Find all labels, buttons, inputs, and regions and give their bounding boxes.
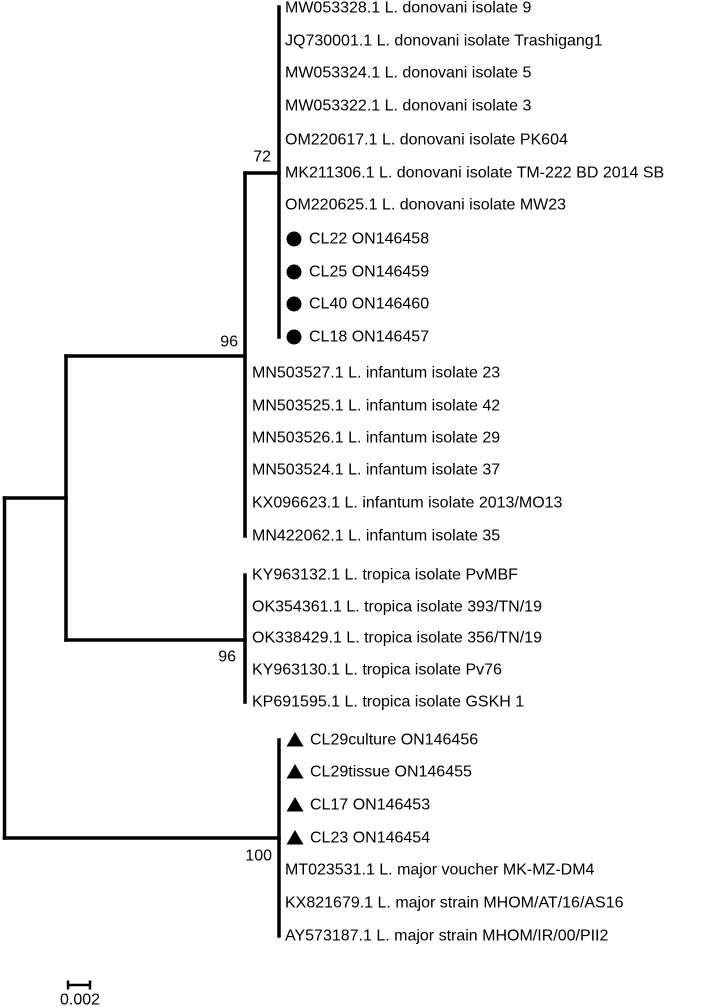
taxon-label: CL25 ON146459 bbox=[309, 264, 429, 281]
bootstrap-value-label: 96 bbox=[218, 649, 236, 666]
taxon-label: CL22 ON146458 bbox=[309, 231, 429, 248]
taxon-label: CL29tissue ON146455 bbox=[310, 764, 472, 781]
taxon-label: CL40 ON146460 bbox=[309, 296, 429, 313]
taxon-label: KP691595.1 L. tropica isolate GSKH 1 bbox=[252, 694, 524, 711]
sample-marker-triangle-icon bbox=[286, 797, 304, 812]
bootstrap-value-label: 100 bbox=[245, 848, 272, 865]
bootstrap-value-label: 96 bbox=[220, 334, 238, 351]
sample-marker-circle-icon bbox=[286, 329, 302, 345]
taxon-label: OK354361.1 L. tropica isolate 393/TN/19 bbox=[252, 599, 542, 616]
taxon-label: MT023531.1 L. major voucher MK-MZ-DM4 bbox=[285, 862, 595, 879]
taxon-label: MN422062.1 L. infantum isolate 35 bbox=[252, 528, 500, 545]
sample-marker-triangle-icon bbox=[286, 830, 304, 845]
sample-marker-triangle-icon bbox=[286, 764, 304, 779]
taxon-label: CL29culture ON146456 bbox=[310, 732, 478, 749]
taxon-label: MW053322.1 L. donovani isolate 3 bbox=[285, 98, 531, 115]
taxon-label: OK338429.1 L. tropica isolate 356/TN/19 bbox=[252, 630, 542, 647]
taxon-label: MW053328.1 L. donovani isolate 9 bbox=[285, 0, 531, 17]
sample-marker-circle-icon bbox=[286, 296, 302, 312]
taxon-label: MN503524.1 L. infantum isolate 37 bbox=[252, 462, 500, 479]
scale-bar-label: 0.002 bbox=[60, 992, 100, 1007]
taxon-label: CL18 ON146457 bbox=[309, 329, 429, 346]
taxon-label: MW053324.1 L. donovani isolate 5 bbox=[285, 65, 531, 82]
taxon-label: KY963132.1 L. tropica isolate PvMBF bbox=[252, 567, 518, 584]
taxon-label: MN503527.1 L. infantum isolate 23 bbox=[252, 365, 500, 382]
taxon-label: AY573187.1 L. major strain MHOM/IR/00/PI… bbox=[285, 928, 609, 945]
sample-marker-circle-icon bbox=[286, 264, 302, 280]
sample-marker-circle-icon bbox=[286, 231, 302, 247]
taxon-label: KX821679.1 L. major strain MHOM/AT/16/AS… bbox=[285, 895, 624, 912]
taxon-label: JQ730001.1 L. donovani isolate Trashigan… bbox=[285, 33, 603, 50]
sample-marker-triangle-icon bbox=[286, 732, 304, 747]
taxon-label: MN503526.1 L. infantum isolate 29 bbox=[252, 430, 500, 447]
taxon-label: MN503525.1 L. infantum isolate 42 bbox=[252, 398, 500, 415]
taxon-label: CL23 ON146454 bbox=[310, 830, 430, 847]
taxon-label: OM220617.1 L. donovani isolate PK604 bbox=[285, 132, 568, 149]
taxon-label: CL17 ON146453 bbox=[310, 797, 430, 814]
taxon-label: MK211306.1 L. donovani isolate TM-222 BD… bbox=[285, 165, 664, 182]
taxon-label: OM220625.1 L. donovani isolate MW23 bbox=[285, 197, 566, 214]
bootstrap-value-label: 72 bbox=[253, 149, 271, 166]
taxon-label: KX096623.1 L. infantum isolate 2013/MO13 bbox=[252, 495, 563, 512]
taxon-label: KY963130.1 L. tropica isolate Pv76 bbox=[252, 662, 502, 679]
